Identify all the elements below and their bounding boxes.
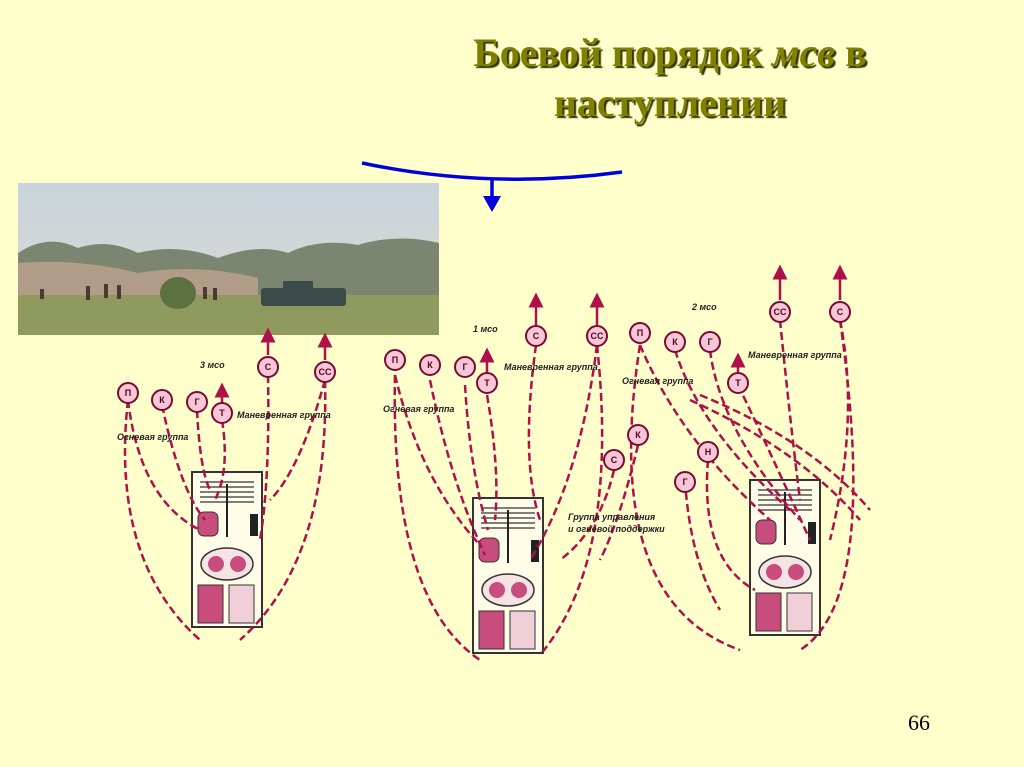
- bmp-vehicle-1: [472, 497, 544, 654]
- title-line-2: наступлении: [553, 80, 787, 125]
- company-2-label: 2 мсо: [691, 302, 717, 312]
- title-italic: мсв: [772, 30, 836, 75]
- svg-text:Т: Т: [484, 378, 490, 388]
- company-1-fire-group-label: Огневая группа: [383, 404, 454, 414]
- support-group-label-1: Группа управления: [568, 512, 656, 522]
- svg-text:СС: СС: [774, 307, 787, 317]
- company-3-fire-group-label: Огневая группа: [117, 432, 188, 442]
- company-2-fire-group-label: Огневая группа: [622, 376, 693, 386]
- svg-text:Г: Г: [194, 397, 199, 407]
- svg-text:К: К: [427, 360, 433, 370]
- svg-text:К: К: [635, 430, 641, 440]
- page-number: 66: [908, 710, 930, 735]
- company-1-maneuver-group-label: Маневренная группа: [504, 362, 598, 372]
- svg-text:С: С: [265, 362, 272, 372]
- svg-text:П: П: [125, 388, 131, 398]
- svg-text:П: П: [392, 355, 398, 365]
- title-text-1: Боевой порядок: [473, 30, 763, 75]
- support-group-label-2: и огневой поддержки: [568, 524, 665, 534]
- company-2-maneuver-group-label: Маневренная группа: [748, 350, 842, 360]
- svg-text:Г: Г: [682, 477, 687, 487]
- svg-text:С: С: [533, 331, 540, 341]
- svg-text:Г: Г: [707, 337, 712, 347]
- company-3-maneuver-group-label: Маневренная группа: [237, 410, 331, 420]
- bmp-vehicle-3: [191, 471, 263, 628]
- svg-text:СС: СС: [319, 367, 332, 377]
- direction-arrow-icon: [483, 196, 501, 212]
- svg-text:С: С: [837, 307, 844, 317]
- slide-title: Боевой порядок мсв в наступлении: [380, 28, 960, 128]
- svg-text:Т: Т: [735, 378, 741, 388]
- title-text-2: в: [845, 30, 867, 75]
- svg-text:Г: Г: [462, 362, 467, 372]
- svg-text:К: К: [159, 395, 165, 405]
- company-3-label: 3 мсо: [200, 360, 225, 370]
- svg-text:Т: Т: [219, 408, 225, 418]
- svg-text:Н: Н: [705, 447, 712, 457]
- direction-arc: [361, 161, 623, 181]
- route-lines: [123, 319, 871, 662]
- battle-photo: [18, 183, 439, 335]
- svg-text:К: К: [672, 337, 678, 347]
- svg-text:П: П: [637, 328, 643, 338]
- svg-text:СС: СС: [591, 331, 604, 341]
- svg-text:С: С: [611, 455, 618, 465]
- company-1-label: 1 мсо: [473, 324, 498, 334]
